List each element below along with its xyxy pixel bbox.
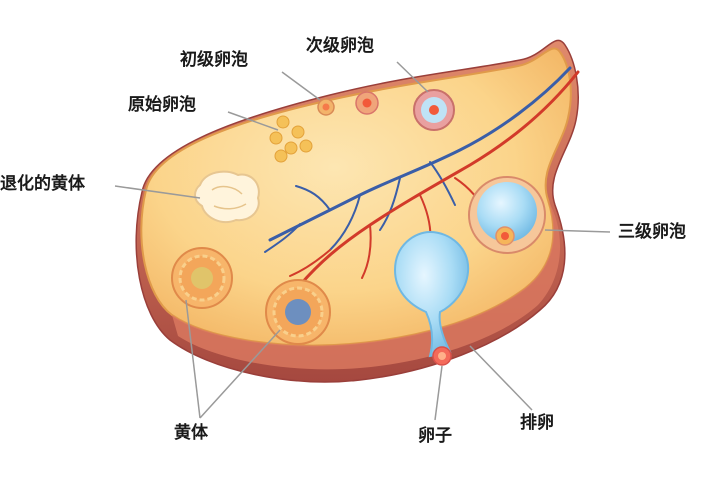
label-degenerating-corpus-luteum: 退化的黄体 [0,174,85,194]
leader-corpus-left [185,299,201,419]
label-primordial-follicle: 原始卵泡 [128,95,196,115]
leader-corpus-center [199,329,281,419]
leader-secondary [396,61,429,93]
blood-vessels [264,66,580,287]
leader-lines [114,61,611,421]
label-tertiary-follicle: 三级卵泡 [618,222,686,242]
label-ovulation: 排卵 [520,413,554,433]
secondary-follicle [413,89,455,131]
ovary-rim-band [172,200,561,370]
primordial-follicles [269,115,313,163]
label-corpus-luteum: 黄体 [174,423,208,443]
artery-branch [289,177,487,279]
label-secondary-follicle: 次级卵泡 [306,36,374,56]
ovulating-follicle [393,230,470,366]
leader-tertiary [544,229,611,233]
corpus-luteum-center [265,279,331,345]
vein-main [268,66,572,242]
tertiary-follicle [468,176,546,254]
leader-ovulation [469,345,533,411]
primary-follicle [317,98,335,116]
leader-primordial [227,111,279,131]
corpus-luteum-left [171,247,233,309]
secondary-follicle-small [355,91,379,115]
leader-primary [281,71,321,101]
leader-ovum [434,365,443,421]
label-primary-follicle: 初级卵泡 [180,50,248,70]
vein-branch [264,161,456,253]
artery-main [298,70,580,287]
leader-degenerating [114,185,201,199]
degenerating-corpus-luteum [194,170,260,224]
label-ovum: 卵子 [418,426,452,446]
